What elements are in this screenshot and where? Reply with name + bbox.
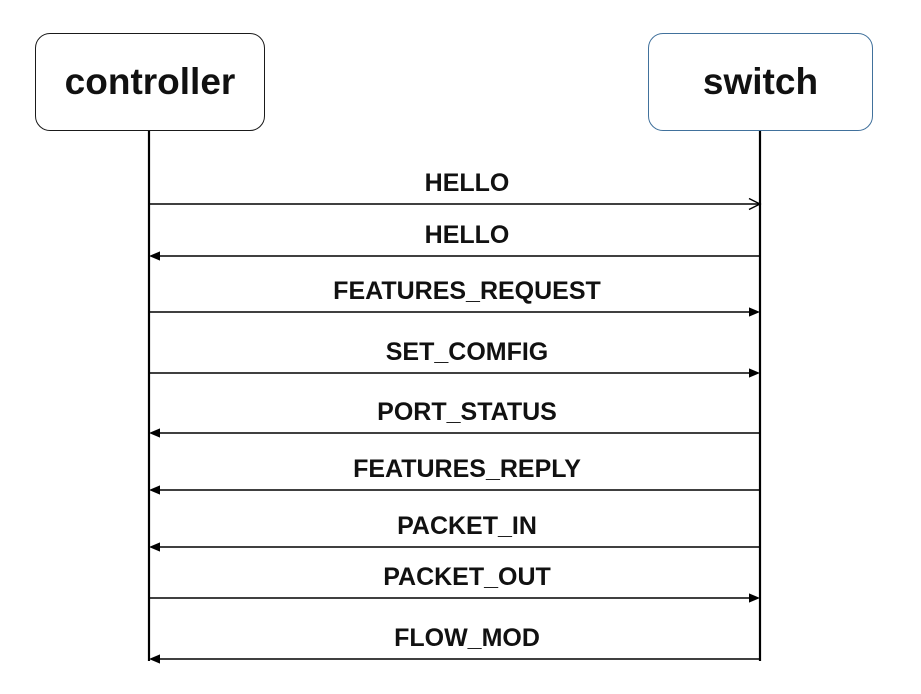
arrowhead-solid	[149, 428, 160, 438]
arrowhead-solid	[149, 542, 160, 552]
arrowhead-solid	[749, 593, 760, 603]
actor-label-switch: switch	[702, 61, 819, 102]
arrowhead-solid	[149, 654, 160, 664]
message-arrow-features_reply	[149, 485, 760, 495]
actor-box-switch: switch	[648, 33, 873, 131]
actor-label-controller: controller	[64, 61, 236, 102]
message-arrow-set_comfig	[149, 368, 760, 378]
arrowhead-solid	[149, 485, 160, 495]
message-arrow-flow_mod	[149, 654, 760, 664]
arrowhead-solid	[749, 368, 760, 378]
message-arrow-features_request	[149, 307, 760, 317]
arrowhead-open	[748, 197, 762, 211]
message-arrow-hello	[149, 251, 760, 261]
message-arrow-hello	[149, 197, 762, 211]
message-arrow-packet_out	[149, 593, 760, 603]
message-arrow-packet_in	[149, 542, 760, 552]
message-arrow-port_status	[149, 428, 760, 438]
actor-box-controller: controller	[35, 33, 265, 131]
arrowhead-solid	[149, 251, 160, 261]
arrowhead-solid	[749, 307, 760, 317]
